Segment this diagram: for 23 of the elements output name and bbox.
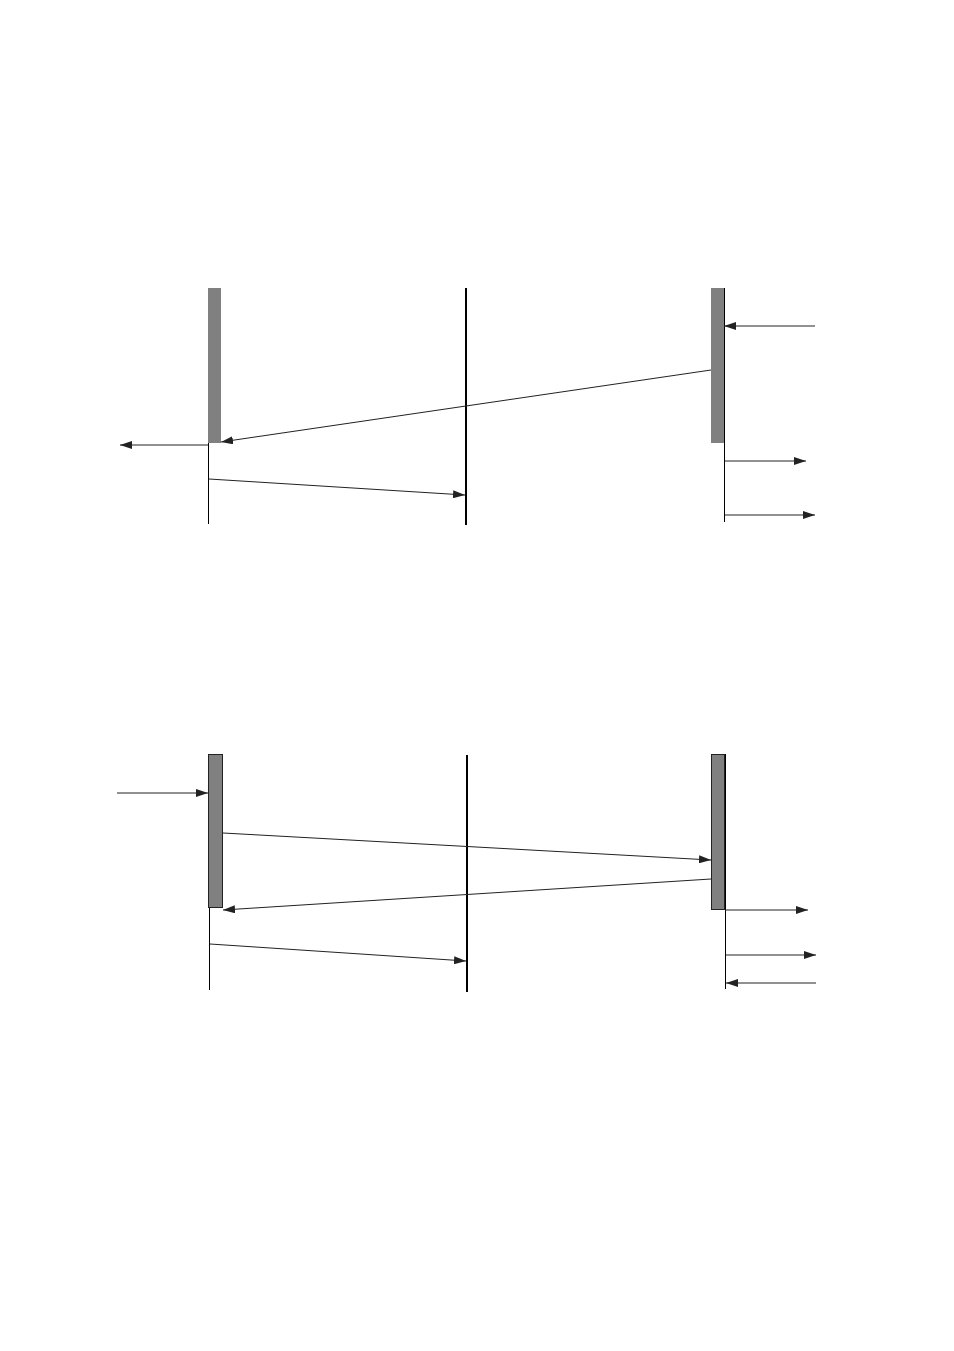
arrow — [725, 979, 817, 987]
arrow — [119, 441, 209, 449]
lifeline — [465, 288, 467, 525]
lifeline — [466, 755, 468, 992]
arrow — [222, 832, 712, 864]
arrow — [208, 478, 466, 499]
activation-bar — [208, 754, 223, 908]
activation-bar — [711, 754, 725, 910]
lifeline — [209, 908, 210, 990]
arrow — [724, 906, 809, 914]
lifeline — [208, 443, 209, 524]
arrow — [725, 951, 817, 959]
arrow — [724, 511, 816, 519]
arrow — [723, 322, 816, 330]
arrow — [724, 457, 807, 465]
lifeline — [725, 754, 726, 989]
arrow — [222, 878, 712, 914]
arrow — [220, 369, 712, 445]
arrow — [116, 789, 209, 797]
lifeline — [724, 288, 725, 522]
arrow — [209, 943, 467, 965]
activation-bar — [208, 288, 221, 443]
activation-bar — [711, 288, 724, 443]
